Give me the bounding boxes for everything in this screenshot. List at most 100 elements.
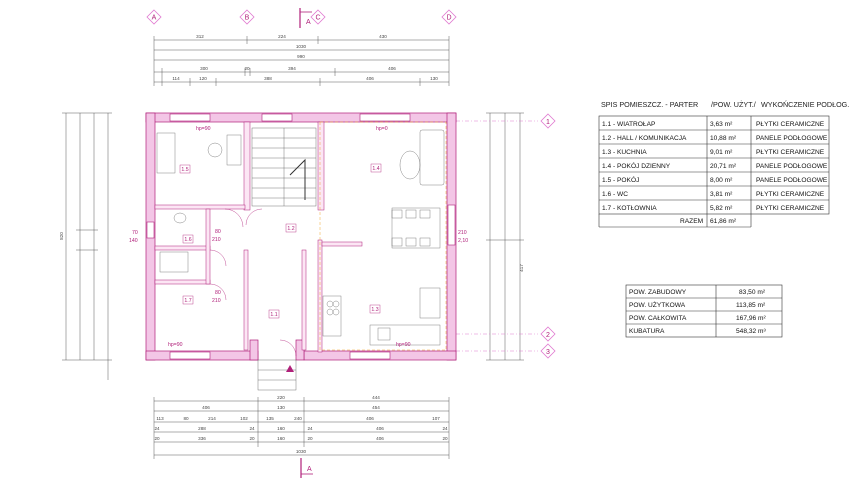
room-labels: 1.5 1.4 1.2 1.6 1.7 1.3 1.1 <box>179 163 382 319</box>
room-label-1-2: 1.2 <box>287 226 294 232</box>
svg-text:454: 454 <box>372 405 380 410</box>
svg-text:406: 406 <box>388 66 396 71</box>
summary-label: POW. CAŁKOWITA <box>629 315 687 322</box>
left-dimensions <box>62 112 112 380</box>
svg-text:240: 240 <box>294 416 302 421</box>
svg-text:hp=90: hp=90 <box>396 342 411 348</box>
svg-text:24: 24 <box>307 426 313 431</box>
top-dimensions <box>153 36 450 86</box>
svg-text:1: 1 <box>546 119 550 126</box>
room-table-area-header: /POW. UŻYT./ <box>711 100 756 109</box>
kitchen-furniture <box>322 287 441 346</box>
room-row-area: 20,71 m² <box>710 163 737 170</box>
svg-text:140: 140 <box>129 238 138 244</box>
wc-fixtures <box>159 212 189 273</box>
svg-text:A: A <box>307 466 312 473</box>
svg-text:A: A <box>306 19 311 26</box>
room-row-finish: PANELE PODŁOGOWE <box>756 163 828 170</box>
room-label-1-5: 1.5 <box>181 167 188 173</box>
room-table-title: SPIS POMIESZCZ. - PARTER <box>601 100 698 109</box>
svg-text:224: 224 <box>278 34 286 39</box>
svg-text:406: 406 <box>376 436 384 441</box>
bottom-dimensions <box>153 397 450 459</box>
room-label-1-4: 1.4 <box>372 166 379 172</box>
svg-text:A: A <box>152 15 157 22</box>
room-label-1-1: 1.1 <box>270 312 277 318</box>
svg-text:210: 210 <box>212 237 221 243</box>
summary-value: 548,32 m³ <box>736 328 766 335</box>
svg-text:D: D <box>446 15 451 22</box>
svg-text:336: 336 <box>198 436 206 441</box>
svg-text:160: 160 <box>277 426 285 431</box>
room-row-name: 1.6 - WC <box>602 191 628 198</box>
axis-line-1: 1 <box>456 113 556 129</box>
room-row-name: 1.5 - POKÓJ <box>602 175 639 184</box>
room-total-value: 61,86 m² <box>710 218 737 225</box>
svg-text:114: 114 <box>172 76 180 81</box>
svg-text:130: 130 <box>277 405 285 410</box>
room-row-area: 3,63 m² <box>710 121 733 128</box>
room-label-1-7: 1.7 <box>184 298 191 304</box>
room-schedule-table: SPIS POMIESZCZ. - PARTER /POW. UŻYT./ WY… <box>598 100 849 228</box>
svg-text:406: 406 <box>376 426 384 431</box>
svg-text:20: 20 <box>154 436 160 441</box>
svg-text:80: 80 <box>215 229 221 235</box>
svg-text:990: 990 <box>297 54 305 59</box>
room-row-name: 1.7 - KOTŁOWNIA <box>602 205 657 212</box>
floor-outline <box>319 121 447 351</box>
door-swings <box>209 208 297 357</box>
svg-text:160: 160 <box>277 436 285 441</box>
svg-text:214: 214 <box>208 416 216 421</box>
summary-label: POW. ZABUDOWY <box>629 289 687 296</box>
svg-text:20: 20 <box>442 436 448 441</box>
section-mark-bottom: A <box>300 458 313 478</box>
svg-text:288: 288 <box>198 426 206 431</box>
room-row-name: 1.1 - WIATROŁAP <box>602 121 656 128</box>
svg-text:135: 135 <box>266 416 274 421</box>
svg-text:24: 24 <box>154 426 160 431</box>
windows <box>146 113 456 360</box>
plan-annotations: hp=90 hp=0 hp=90 hp=90 80 210 80 210 70 … <box>129 126 468 348</box>
room-row-area: 5,82 m² <box>710 205 733 212</box>
axis-line-3: 3 <box>456 343 556 359</box>
summary-label: KUBATURA <box>629 328 665 335</box>
svg-text:B: B <box>245 15 250 22</box>
svg-text:210: 210 <box>212 298 221 304</box>
svg-text:107: 107 <box>432 416 440 421</box>
inner-walls <box>154 121 363 353</box>
room-row-area: 9,01 m² <box>710 149 733 156</box>
svg-text:80: 80 <box>183 416 189 421</box>
bottom-dimension-labels: 220 444 406 130 454 113 80 214 102 135 2… <box>154 395 448 454</box>
svg-text:113: 113 <box>156 416 164 421</box>
staircase <box>251 127 317 207</box>
svg-text:388: 388 <box>264 76 272 81</box>
svg-text:220: 220 <box>277 395 285 400</box>
svg-text:2: 2 <box>546 332 550 339</box>
svg-text:120: 120 <box>199 76 207 81</box>
room-row-name: 1.2 - HALL / KOMUNIKACJA <box>602 135 687 142</box>
svg-text:406: 406 <box>366 76 374 81</box>
svg-text:hp=90: hp=90 <box>196 126 211 132</box>
room-row-finish: PANELE PODŁOGOWE <box>756 177 828 184</box>
svg-text:2,10: 2,10 <box>458 238 468 244</box>
axis-marker-c: C <box>310 9 326 25</box>
svg-text:312: 312 <box>196 34 204 39</box>
room-row-area: 10,88 m² <box>710 135 737 142</box>
svg-text:C: C <box>315 15 320 22</box>
right-dimensions <box>486 112 524 361</box>
svg-text:444: 444 <box>372 395 380 400</box>
svg-text:406: 406 <box>202 405 210 410</box>
room-table-finish-header: WYKOŃCZENIE PODŁOG. <box>761 100 849 109</box>
entrance-steps <box>257 359 297 391</box>
summary-value: 83,50 m² <box>739 289 766 296</box>
svg-text:20: 20 <box>249 436 255 441</box>
room-1-5-furniture <box>156 132 242 174</box>
svg-text:70: 70 <box>132 230 138 236</box>
axis-marker-d: D <box>441 9 457 25</box>
summary-label: POW. UŻYTKOWA <box>629 300 686 309</box>
left-total-dim: 820 <box>59 232 64 240</box>
svg-text:130: 130 <box>430 76 438 81</box>
outer-walls <box>145 112 457 361</box>
